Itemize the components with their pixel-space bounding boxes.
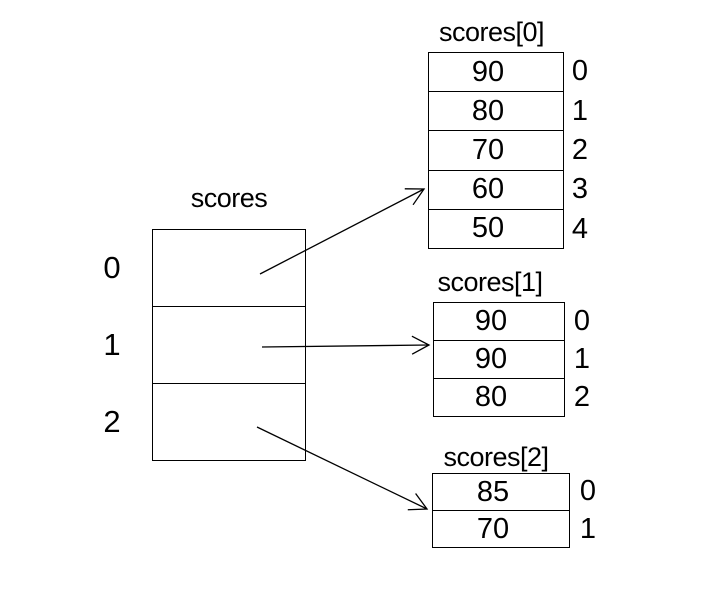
main-array-title: scores [190,183,268,213]
subarray-2-index-1: 1 [579,512,597,545]
subarray-0-index-0: 0 [571,55,589,88]
main-array-index-0: 0 [103,249,121,285]
main-array-pointer-cell-1 [153,306,305,383]
subarray-2-index-column: 0 1 [570,473,606,548]
subarray-0-box: 90 80 70 60 50 [428,52,564,249]
subarray-1-cell-0: 90 [474,305,508,337]
subarray-1-box: 90 90 80 [433,302,565,417]
subarray-1-index-column: 0 1 2 [565,302,599,417]
subarray-0-title: scores[0] [438,17,545,47]
subarray-2-cell-1: 70 [433,510,569,547]
subarray-0-index-2: 2 [571,134,589,167]
subarray-1-cell-1: 90 [434,340,564,378]
subarray-0-index-1: 1 [571,94,589,127]
subarray-1-title: scores[1] [437,267,543,297]
subarray-1-cell-2: 80 [434,378,564,416]
main-array-index-2: 2 [103,404,121,440]
subarray-0-cell-2: 70 [429,130,563,169]
subarray-1-index-2: 2 [573,381,591,414]
subarray-2-title: scores[2] [443,442,549,472]
subarray-2-box: 85 70 [432,473,570,548]
subarray-1-index-0: 0 [573,304,591,337]
subarray-2-cell-0: 85 [476,475,510,508]
main-array-index-1: 1 [103,326,121,362]
subarray-0-cell-3: 60 [429,169,563,209]
subarray-0-index-4: 4 [571,212,589,245]
subarray-0-cell-0: 90 [471,55,505,88]
subarray-0-index-column: 0 1 2 3 4 [564,52,596,249]
main-array-index-column: 0 1 2 [94,229,130,461]
main-array-pointer-cell-2 [153,383,305,460]
main-array-pointer-cell-0 [153,230,305,306]
subarray-1-index-1: 1 [573,342,591,375]
subarray-0-cell-1: 80 [429,91,563,130]
main-array-box [152,229,306,461]
subarray-2-index-0: 0 [579,475,597,508]
subarray-0-cell-4: 50 [429,208,563,248]
subarray-0-index-3: 3 [571,173,589,206]
